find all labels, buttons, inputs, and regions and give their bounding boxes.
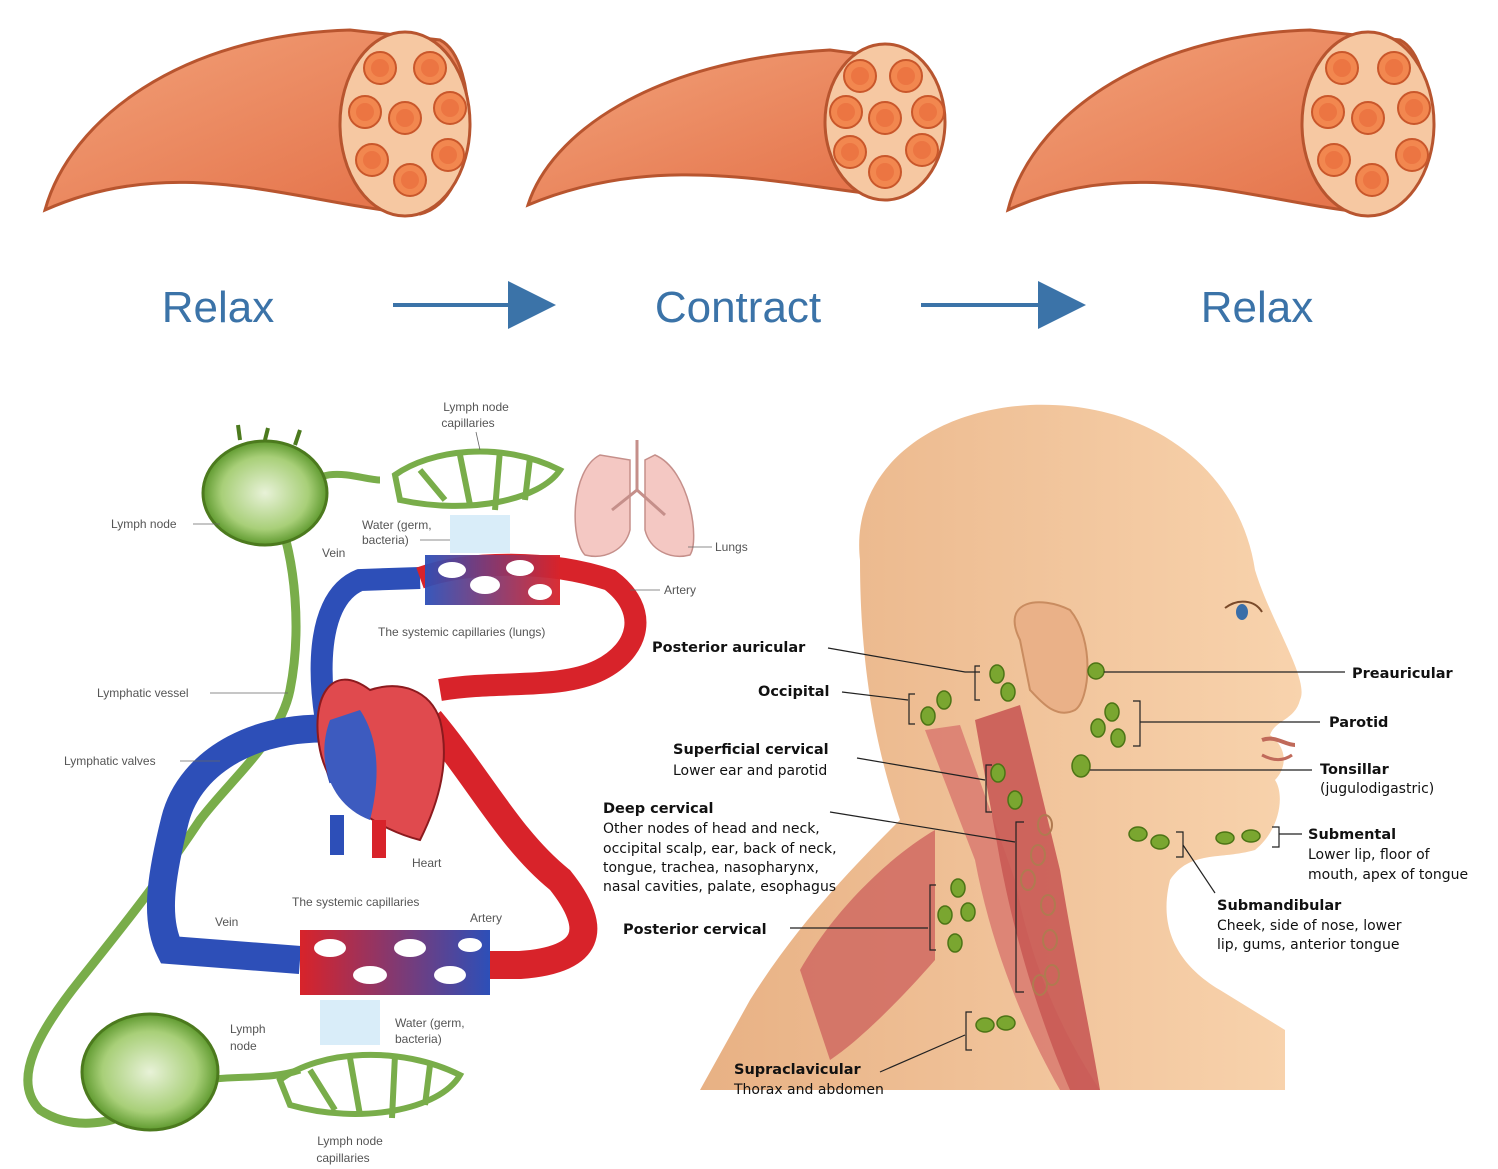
label-artery-bottom: Artery: [470, 911, 502, 925]
node-posterior-cervical: [950, 878, 966, 898]
head-lymph-nodes: [920, 662, 1261, 1033]
heart-icon: [316, 678, 445, 858]
node-superficial-cervical: [990, 763, 1006, 783]
desc-submandibular-1: Cheek, side of nose, lower: [1217, 918, 1402, 934]
label-water-bottom-2: bacteria): [395, 1032, 442, 1046]
node-posterior-cervical: [937, 905, 953, 925]
desc-submandibular-2: lip, gums, anterior tongue: [1217, 937, 1399, 953]
muscle-relax-1: [42, 28, 472, 218]
label-deep-cervical: Deep cervical: [603, 801, 714, 817]
label-submandibular: Submandibular: [1217, 898, 1342, 914]
label-lymph-node-capillaries-bottom-2: capillaries: [316, 1151, 369, 1165]
label-superficial-cervical: Superficial cervical: [673, 742, 829, 758]
label-lymph-node-capillaries-top: Lymph node: [443, 400, 509, 414]
label-water-bottom: Water (germ,: [395, 1016, 465, 1030]
label-tonsillar: Tonsillar: [1320, 762, 1390, 778]
desc-superficial-cervical: Lower ear and parotid: [673, 763, 827, 779]
node-posterior-cervical: [960, 902, 976, 922]
label-water-top: Water (germ,: [362, 518, 432, 532]
node-posterior-auricular: [1000, 682, 1016, 702]
label-water-top-2: bacteria): [362, 533, 409, 547]
deep-cervical-nodes: [1020, 814, 1060, 996]
desc-submental-1: Lower lip, floor of: [1308, 847, 1431, 863]
muscle-relax-2: [1005, 28, 1436, 218]
lymph-capillaries-top: [391, 448, 565, 511]
node-posterior-cervical: [947, 933, 963, 953]
head-neck-illustration: [700, 404, 1302, 1091]
label-lymph-node-top: Lymph node: [111, 517, 177, 531]
node-submandibular: [1128, 826, 1148, 842]
desc-deep-cervical-3: tongue, trachea, nasopharynx,: [603, 860, 819, 876]
label-posterior-auricular: Posterior auricular: [652, 640, 806, 656]
label-lymphatic-vessel: Lymphatic vessel: [97, 686, 189, 700]
label-artery-top: Artery: [664, 583, 696, 597]
node-submental: [1241, 829, 1261, 843]
lymph-capillaries-bottom: [276, 1051, 465, 1119]
desc-deep-cervical-4: nasal cavities, palate, esophagus: [603, 879, 836, 895]
node-occipital: [936, 690, 952, 710]
node-supraclavicular: [975, 1017, 995, 1033]
stage-label-relax-1: Relax: [162, 283, 275, 332]
node-superficial-cervical: [1007, 790, 1023, 810]
node-submandibular: [1150, 834, 1170, 850]
label-vein-bottom: Vein: [215, 915, 238, 929]
node-occipital: [920, 706, 936, 726]
label-systemic-capillaries: The systemic capillaries: [292, 895, 419, 909]
lymph-node-bottom: [80, 1012, 220, 1132]
desc-tonsillar: (jugulodigastric): [1320, 781, 1434, 797]
label-vein-top: Vein: [322, 546, 345, 560]
lymphatic-system-diagram: [23, 424, 695, 1132]
lymph-node-top: [201, 439, 329, 547]
label-pulmonary-capillaries: The systemic capillaries (lungs): [378, 625, 545, 639]
desc-supraclavicular: Thorax and abdomen: [733, 1082, 884, 1098]
lungs-icon: [574, 440, 695, 557]
node-parotid: [1110, 728, 1126, 748]
label-lymph-node-capillaries-top-2: capillaries: [441, 416, 494, 430]
label-posterior-cervical: Posterior cervical: [623, 922, 767, 938]
desc-deep-cervical-1: Other nodes of head and neck,: [603, 821, 820, 837]
label-parotid: Parotid: [1329, 715, 1388, 731]
node-preauricular: [1087, 662, 1105, 680]
label-lymph-node-capillaries-bottom: Lymph node: [317, 1134, 383, 1148]
label-submental: Submental: [1308, 827, 1396, 843]
label-lymph-node-bottom: Lymph: [230, 1022, 266, 1036]
node-submental: [1215, 831, 1235, 845]
stage-label-relax-2: Relax: [1201, 283, 1314, 332]
circulation-labels: Lymph node capillaries Lymph node Water …: [64, 400, 748, 1165]
label-lymph-node-bottom-2: node: [230, 1039, 257, 1053]
desc-submental-2: mouth, apex of tongue: [1308, 867, 1468, 883]
label-lungs: Lungs: [715, 540, 748, 554]
node-parotid: [1090, 718, 1106, 738]
label-occipital: Occipital: [758, 684, 830, 700]
desc-deep-cervical-2: occipital scalp, ear, back of neck,: [603, 841, 837, 857]
node-supraclavicular: [996, 1015, 1016, 1031]
head-labels: Posterior auricular Occipital Superficia…: [603, 640, 1468, 1098]
label-lymphatic-valves: Lymphatic valves: [64, 754, 156, 768]
label-supraclavicular: Supraclavicular: [734, 1062, 862, 1078]
muscle-contract: [525, 42, 947, 208]
label-preauricular: Preauricular: [1352, 666, 1454, 682]
label-heart: Heart: [412, 856, 442, 870]
node-parotid: [1104, 702, 1120, 722]
node-tonsillar: [1071, 754, 1091, 778]
node-posterior-auricular: [989, 664, 1005, 684]
stage-label-contract: Contract: [655, 283, 821, 332]
leader-lines: [790, 647, 1345, 1073]
